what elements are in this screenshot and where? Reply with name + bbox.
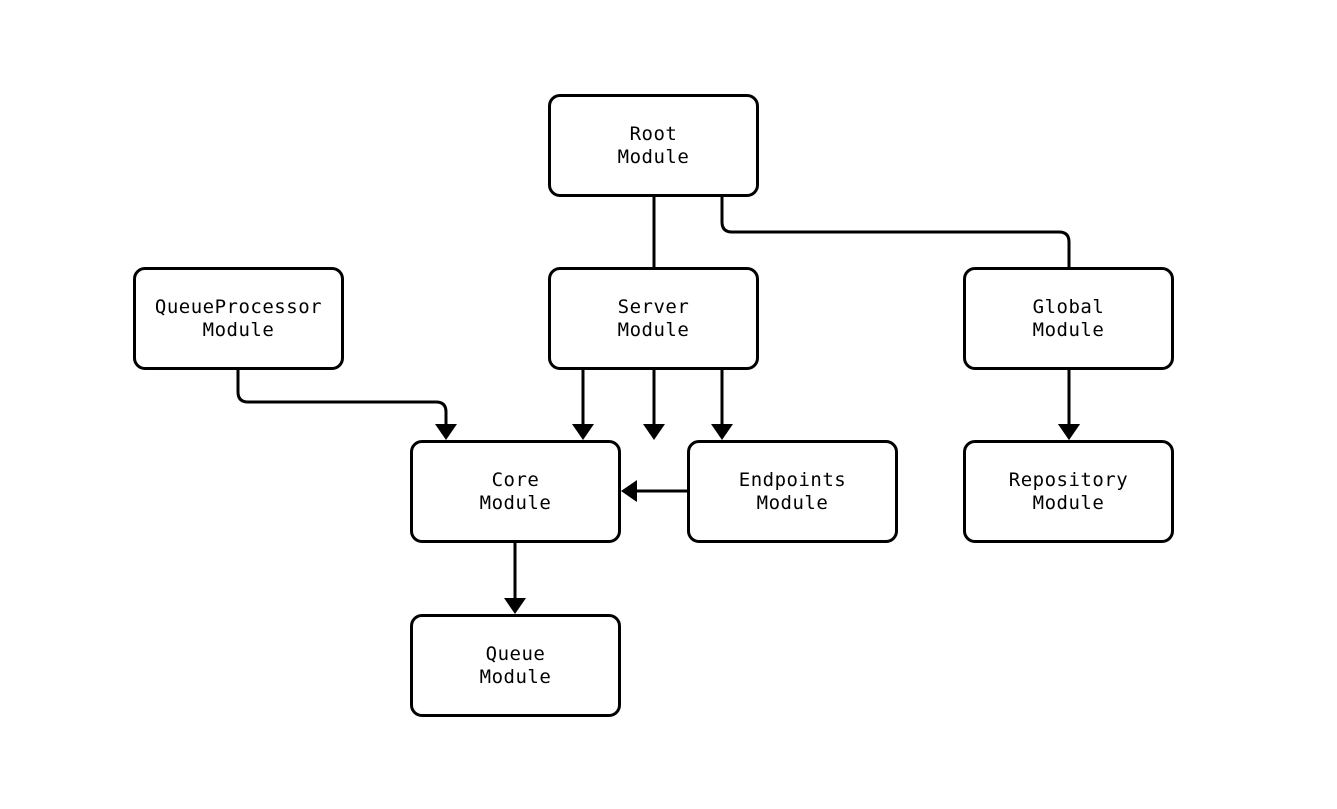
arrowhead <box>1058 424 1080 440</box>
node-label-suffix: Module <box>617 145 690 168</box>
edge-endpoints-core <box>621 480 687 502</box>
node-label-suffix: Module <box>1032 318 1105 341</box>
arrowhead <box>711 424 733 440</box>
node-label-name: QueueProcessor <box>154 295 323 318</box>
edge-queueprocessor-core <box>236 370 457 440</box>
edge-server-core <box>572 370 594 440</box>
node-label-name: Repository <box>1008 468 1129 491</box>
node-label-suffix: Module <box>1032 491 1105 514</box>
node-label-name: Root <box>629 122 678 145</box>
node-label-suffix: Module <box>479 665 552 688</box>
arrowhead <box>643 424 665 440</box>
node-label-name: Core <box>491 468 540 491</box>
edge-global-repository <box>1058 370 1080 440</box>
node-label-suffix: Module <box>756 491 829 514</box>
node-label-name: Queue <box>485 642 546 665</box>
arrowhead <box>1058 424 1080 440</box>
arrowhead <box>435 424 457 440</box>
node-label-suffix: Module <box>617 318 690 341</box>
arrowhead <box>504 598 526 614</box>
node-label-suffix: Module <box>479 491 552 514</box>
node-label-name: Endpoints <box>738 468 847 491</box>
node-label-name: Global <box>1032 295 1105 318</box>
arrowhead <box>621 480 637 502</box>
node-label-name: Server <box>617 295 690 318</box>
edge-core-queue <box>504 543 526 614</box>
node-label-suffix: Module <box>202 318 275 341</box>
edge-server-endpoints <box>711 370 733 440</box>
arrowhead <box>572 424 594 440</box>
